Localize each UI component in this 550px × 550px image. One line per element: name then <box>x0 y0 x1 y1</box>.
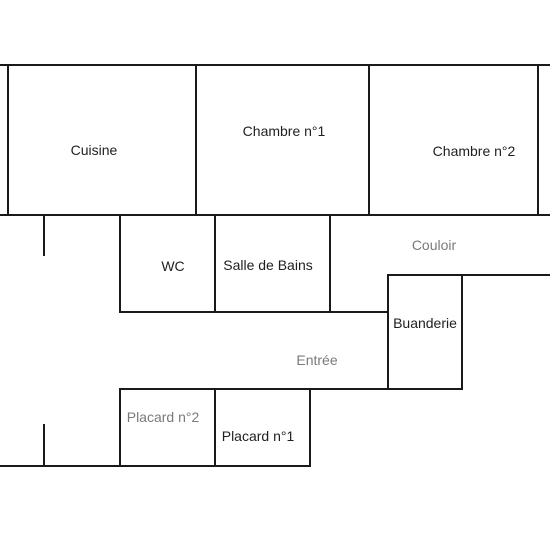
label-wc: WC <box>161 258 184 274</box>
room-labels: Cuisine Chambre n°1 Chambre n°2 WC Salle… <box>71 123 516 444</box>
label-chambre2: Chambre n°2 <box>433 143 516 159</box>
label-chambre1: Chambre n°1 <box>243 123 326 139</box>
label-buanderie: Buanderie <box>393 315 457 331</box>
label-placard2: Placard n°2 <box>127 409 200 425</box>
walls <box>0 64 550 467</box>
label-entree: Entrée <box>296 352 337 368</box>
label-couloir: Couloir <box>412 237 457 253</box>
label-placard1: Placard n°1 <box>222 428 295 444</box>
label-salle-de-bains: Salle de Bains <box>223 257 313 273</box>
label-cuisine: Cuisine <box>71 142 118 158</box>
